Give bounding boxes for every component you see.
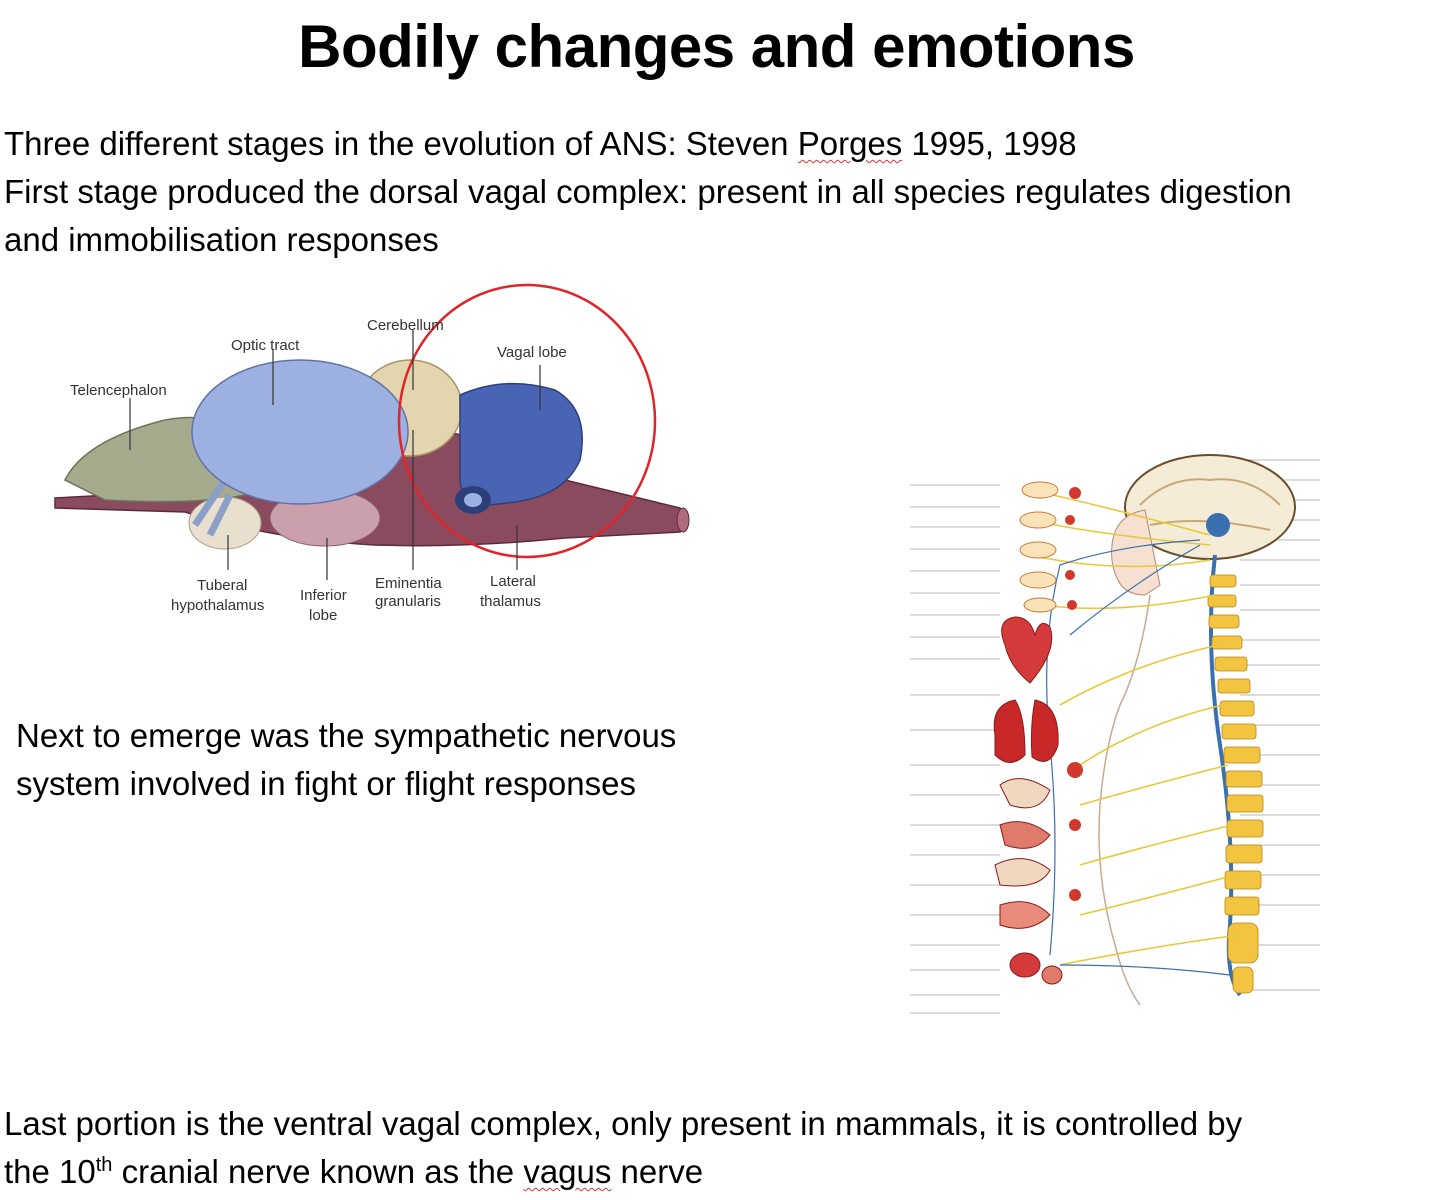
label-vagal-lobe: Vagal lobe <box>497 344 567 361</box>
label-inferior-2: lobe <box>309 607 337 624</box>
face-profile <box>1111 509 1161 596</box>
label-tuberal-1: Tuberal <box>197 577 247 594</box>
label-tuberal-2: hypothalamus <box>171 597 264 614</box>
label-optic-tract: Optic tract <box>231 337 300 354</box>
intro-line-1: Three different stages in the evolution … <box>4 125 1077 162</box>
sympathetic-line-1: Next to emerge was the sympathetic nervo… <box>16 717 677 754</box>
intro-paragraph: Three different stages in the evolution … <box>4 120 1292 264</box>
ventral-line-1: Last portion is the ventral vagal comple… <box>4 1105 1243 1142</box>
slide-title: Bodily changes and emotions <box>298 13 1135 80</box>
sympathetic-paragraph: Next to emerge was the sympathetic nervo… <box>16 712 676 808</box>
optic-tract-shape <box>191 359 409 505</box>
label-telencephalon: Telencephalon <box>70 382 167 399</box>
porges-name: Porges <box>797 125 903 162</box>
lungs-drawing <box>993 699 1059 763</box>
label-cerebellum: Cerebellum <box>367 317 444 334</box>
ordinal-superscript: th <box>95 1154 113 1176</box>
vagal-highlight-circle <box>397 283 657 559</box>
vagus-word: vagus <box>523 1153 612 1190</box>
intro-line-2: First stage produced the dorsal vagal co… <box>4 173 1292 210</box>
label-lateral-1: Lateral <box>490 573 536 590</box>
ventral-line-2: the 10th cranial nerve known as the vagu… <box>4 1153 704 1190</box>
ventral-paragraph: Last portion is the ventral vagal comple… <box>4 1100 1242 1196</box>
label-eminentia-2: granularis <box>375 593 441 610</box>
intro-line-3: and immobilisation responses <box>4 221 439 258</box>
label-inferior-1: Inferior <box>300 587 347 604</box>
heart-drawing <box>1001 616 1053 684</box>
label-lateral-2: thalamus <box>480 593 541 610</box>
brain-drawing <box>1124 454 1296 560</box>
sympathetic-line-2: system involved in fight or flight respo… <box>16 765 636 802</box>
label-eminentia-1: Eminentia <box>375 575 442 592</box>
fish-brain-diagram: Cerebellum Optic tract Vagal lobe Telenc… <box>54 283 690 624</box>
autonomic-nervous-system-illustration <box>910 454 1320 1014</box>
